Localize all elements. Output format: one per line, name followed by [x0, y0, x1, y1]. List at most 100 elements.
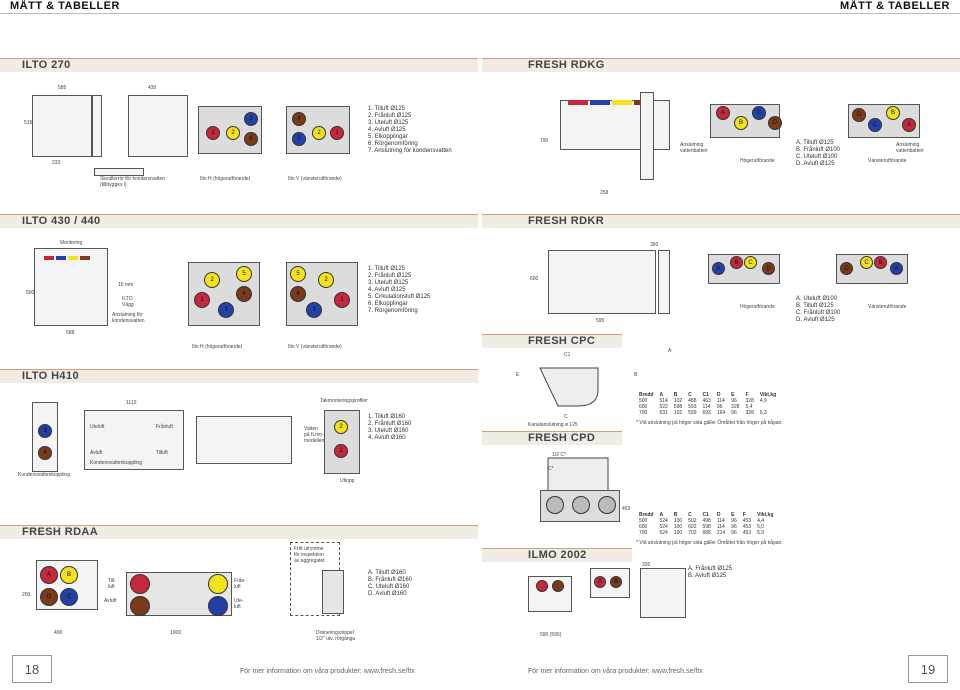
- dim-595-rdkr: 595: [596, 318, 605, 324]
- table-header-cell: E: [731, 512, 735, 518]
- table-header-cell: Bredd: [639, 392, 654, 398]
- ilto430-stripe-blue: [56, 256, 66, 260]
- h410-tilluft: Tilluft: [156, 450, 168, 456]
- cpd-port-2: [572, 496, 590, 514]
- section-title-ilto430: ILTO 430 / 440: [22, 215, 101, 227]
- table-cell: 96: [716, 404, 723, 410]
- section-bar-ilto430: [0, 214, 478, 228]
- table-cell: 488: [688, 398, 697, 404]
- table-cell: 102: [673, 410, 683, 416]
- rdkr-h-port-d: D: [762, 262, 775, 275]
- table-cell: 164: [716, 410, 726, 416]
- ilto430-v-port-4: 4: [290, 286, 306, 302]
- rdaa-dim-400: 400: [54, 630, 63, 636]
- table-cell: 5,9: [757, 530, 765, 536]
- h410-legend-item: 1. Tilluft Ø160: [368, 414, 406, 420]
- rdkg-h-port-a: A: [716, 106, 730, 120]
- ilmo-top-port-b: B: [610, 576, 622, 588]
- ilto430-v-port-3: 3: [306, 302, 322, 318]
- ilto430-legend-item: 1. Tilluft Ø125: [368, 266, 406, 272]
- table-cell: 500: [639, 518, 648, 524]
- cpd-port-3: [598, 496, 616, 514]
- ilmo-front-port-b: [552, 580, 564, 592]
- rdkg-h-port-b: B: [734, 116, 748, 130]
- ilto430-montering: Montering: [60, 240, 83, 246]
- table-header-cell: D: [716, 392, 721, 398]
- rdkg-caption-v: Vänsterutförande: [868, 158, 907, 164]
- table-cell: 102: [673, 398, 683, 404]
- rdkr-v-port-b: B: [874, 256, 887, 269]
- cpc-dim-b: B: [634, 372, 638, 378]
- table-cell: 114: [702, 404, 711, 410]
- cpc-dim-c: C: [564, 414, 568, 420]
- rdaa-end-port-a: A: [40, 566, 58, 584]
- table-cell: 700: [639, 410, 648, 416]
- ilto430-legend-item: 2. Frånluft Ø125: [368, 273, 412, 279]
- section-bar-cpd: [482, 431, 622, 445]
- table-cell: 524: [659, 524, 668, 530]
- table-header-cell: E: [731, 392, 735, 398]
- cpc-dim-a: A: [668, 348, 672, 354]
- rdkr-front-view: [548, 250, 656, 314]
- table-cell: 522: [659, 404, 668, 410]
- ilmo-front-port-a: [536, 580, 548, 592]
- table-header-cell: C1: [702, 512, 709, 518]
- h410-port-2: 2: [334, 420, 348, 434]
- ilto430-caption-v: Ilto V (vänsterutförande): [288, 344, 342, 350]
- ilto430-v-port-2: 2: [318, 272, 334, 288]
- dim-430: 430: [148, 85, 157, 91]
- ilto430-kond: Anslutning för kondensvatten: [112, 312, 145, 324]
- rdkr-v-port-a: A: [890, 262, 903, 275]
- top-bar: [0, 0, 960, 14]
- ilto270-v-port-3: 3: [292, 132, 306, 146]
- rdkr-h-port-b: B: [730, 256, 743, 269]
- rdkr-h-port-c: C: [744, 256, 757, 269]
- rdaa-top-port-d: [130, 596, 150, 616]
- cpc-dim-c1: C1: [564, 352, 571, 358]
- ilto270-h-port-1: 1: [206, 126, 220, 140]
- table-cell: 100: [673, 530, 683, 536]
- ilto270-h-port-2: 2: [226, 126, 240, 140]
- rdkg-side-view: [640, 92, 654, 180]
- section-bar-ilto270: [0, 58, 478, 72]
- table-header-cell: B: [673, 512, 678, 518]
- cpc-kanal: Kanalanslutning ø 125: [528, 422, 578, 428]
- table-cell: 114: [716, 524, 725, 530]
- cpd-note: * Vid anslutning på höger sida gäller Öm…: [636, 540, 783, 546]
- table-header-cell: C1: [702, 392, 709, 398]
- rdkg-v-port-d: D: [852, 108, 866, 122]
- table-cell: 328: [745, 398, 754, 404]
- table-cell: 693: [702, 410, 711, 416]
- ilto430-legend-item: 6. Elkopplingar: [368, 301, 408, 307]
- ilto430-caption-h: Ilto H (högerutförande): [192, 344, 243, 350]
- cpd-dim-half-c: 1/2 C*: [552, 452, 566, 458]
- table-cell: 593: [688, 404, 697, 410]
- dim-588: 588: [66, 330, 75, 336]
- rdaa-legend-item: C. Uteluft Ø160: [368, 584, 410, 590]
- section-bar-h410: [0, 369, 478, 383]
- dim-500: 500: [26, 290, 35, 296]
- table-cell: 688: [702, 530, 711, 536]
- rdkg-anslut-v: Anslutning vattenbatteri: [896, 142, 924, 154]
- section-bar-cpc: [482, 334, 622, 348]
- table-cell: 328: [745, 410, 754, 416]
- cpd-dim-453: 453: [622, 506, 631, 512]
- table-header-cell: C: [688, 512, 692, 518]
- ilmo-front-view: [528, 576, 572, 612]
- ilto430-stripe-yellow: [68, 256, 78, 260]
- dim-233: 233: [52, 160, 61, 166]
- rdaa-side-view: [322, 570, 344, 614]
- section-title-ilto270: ILTO 270: [22, 59, 71, 71]
- table-cell: 600: [639, 524, 648, 530]
- cpc-dim-e: E: [516, 372, 520, 378]
- table-cell: 524: [659, 518, 668, 524]
- h410-uteluft: Uteluft: [90, 424, 105, 430]
- h410-utlopp: Utlopp: [340, 478, 355, 484]
- section-bar-ilmo: [482, 548, 632, 562]
- rdaa-legend-item: D. Avluft Ø160: [368, 591, 407, 597]
